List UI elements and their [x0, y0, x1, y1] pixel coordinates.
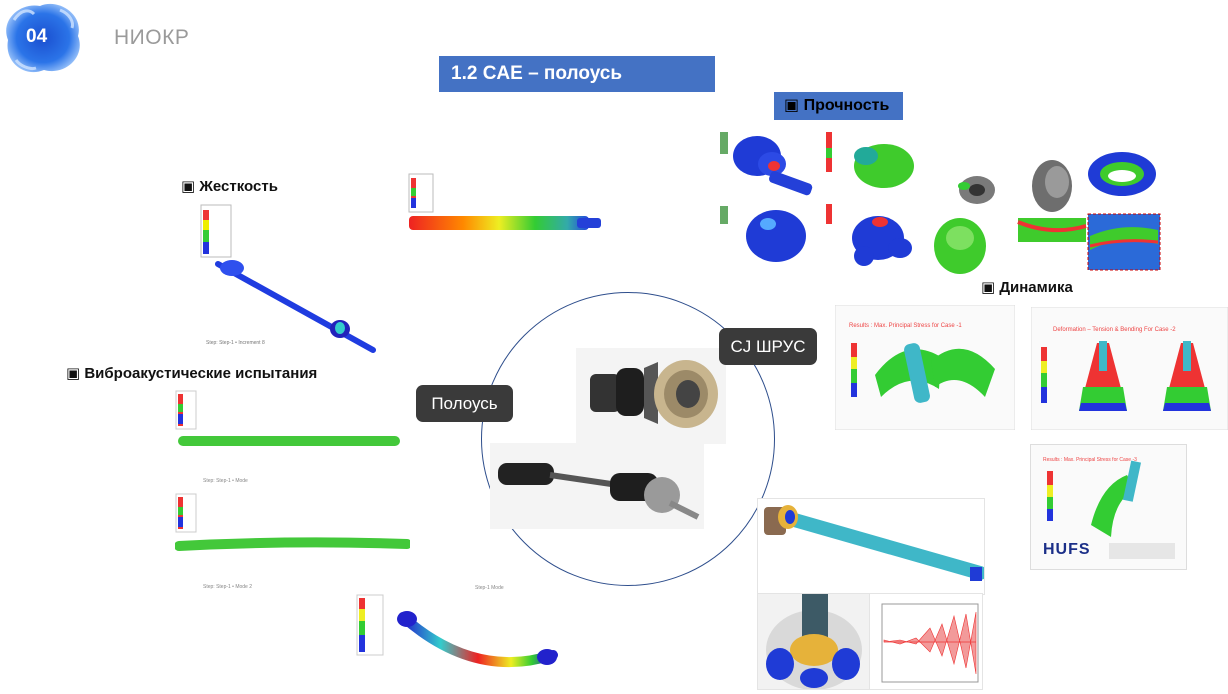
strength-fea-collage — [712, 126, 1167, 274]
strength-header: ▣ Прочность — [774, 92, 903, 120]
slide-title: 1.2 CAE – полоусь — [439, 56, 715, 92]
vibro-fea-image-1: Step: Step-1 • Mode — [175, 390, 405, 490]
slide-number: 04 — [26, 26, 48, 47]
force-chart-image — [869, 593, 983, 690]
tripod-sim-graphic — [766, 594, 862, 690]
stiffness-label: ▣ Жесткость — [181, 178, 278, 195]
svg-text:Step: Step-1 • Increment 8: Step: Step-1 • Increment 8 — [206, 340, 265, 346]
dynamics-fea-image-1: Results : Max. Principal Stress for Case… — [835, 305, 1015, 430]
stiffness-fea-image: Step: Step-1 • Increment 8 — [198, 202, 393, 357]
svg-text:Results : Max. Principal Stres: Results : Max. Principal Stress for Case… — [849, 323, 962, 329]
cv-joint-callout: CJ ШРУС — [719, 328, 817, 365]
half-shaft-callout: Полоусь — [416, 385, 513, 422]
svg-text:Step: Step-1 • Mode 2: Step: Step-1 • Mode 2 — [203, 584, 252, 590]
tripod-sim-image — [757, 593, 871, 690]
vibro-label: ▣ Виброакустические испытания — [66, 365, 318, 382]
vibro-fea-graphic-2: Step: Step-1 • Mode 2 — [175, 493, 410, 590]
dynamics-label: ▣ Динамика — [981, 279, 1073, 296]
bending-fea-image: Step-1 Mode — [355, 585, 595, 685]
partner-logo — [1109, 543, 1175, 559]
dynamics-fea-image-2: Deformation – Tension & Bending For Case… — [1031, 307, 1228, 430]
multibody-sim-image — [757, 498, 987, 595]
hufs-logo: HUFS — [1043, 541, 1091, 558]
svg-text:Step: Step-1 • Mode: Step: Step-1 • Mode — [203, 478, 248, 484]
dynamics-fea-graphic-3: Results : Max. Principal Stress for Case… — [1043, 457, 1142, 537]
dynamics-fea-image-3: Results : Max. Principal Stress for Case… — [1030, 444, 1187, 570]
half-shaft-photo — [490, 443, 704, 529]
cv-joint-photo — [576, 348, 726, 444]
stiffness-shaft-graphic — [408, 173, 601, 230]
vibro-fea-image-2: Step: Step-1 • Mode 2 — [175, 490, 410, 595]
vibro-fea-graphic-1: Step: Step-1 • Mode — [175, 390, 400, 484]
multibody-sim-graphic — [758, 499, 987, 594]
svg-text:Deformation – Tension & Bendin: Deformation – Tension & Bending For Case… — [1053, 327, 1176, 333]
force-chart-graphic — [881, 603, 979, 683]
section-title: НИОКР — [114, 26, 190, 49]
svg-text:Step-1 Mode: Step-1 Mode — [475, 585, 504, 591]
bending-fea-graphic: Step-1 Mode — [356, 585, 558, 668]
stiffness-fea-graphic: Step: Step-1 • Increment 8 — [200, 204, 376, 353]
slide-number-badge — [6, 3, 80, 73]
stiffness-shaft-image — [407, 172, 605, 240]
svg-text:Results : Max. Principal Stres: Results : Max. Principal Stress for Case… — [1043, 457, 1137, 463]
